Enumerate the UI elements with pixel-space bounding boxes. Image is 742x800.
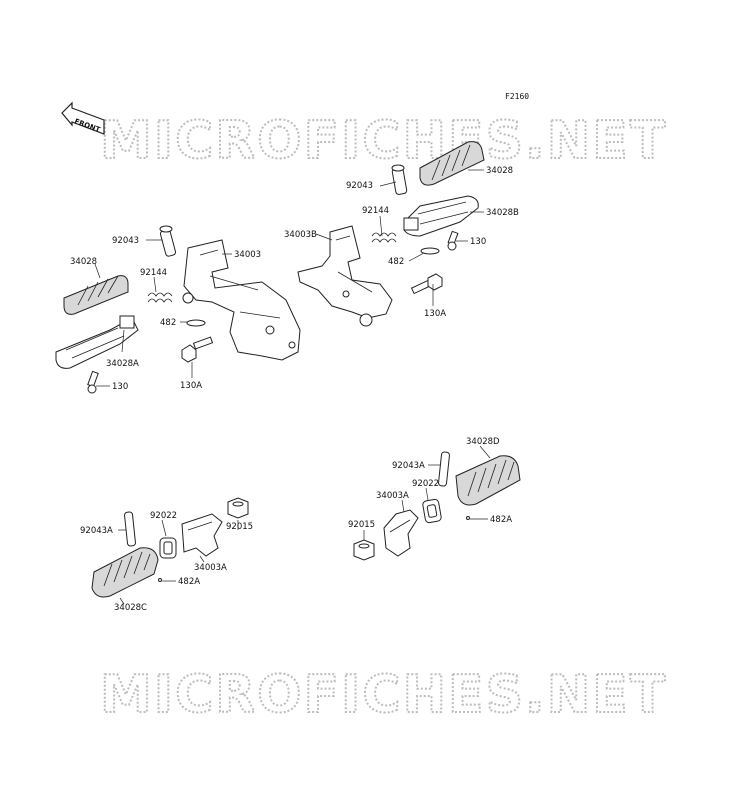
callout-130-left: 130 <box>112 382 128 392</box>
callout-92022-bottom-left: 92022 <box>150 511 177 521</box>
footpeg-34028A <box>55 315 139 369</box>
callout-482A-bottom-left: 482A <box>178 577 200 587</box>
callout-34003A-bottom-left: 34003A <box>194 563 227 573</box>
callout-92043A-right: 92043A <box>392 461 425 471</box>
callout-92015-bottom-left: 92015 <box>226 522 253 532</box>
callout-34028B: 34028B <box>486 208 519 218</box>
bolt-130A-right <box>410 273 443 295</box>
collar-92022-bottom-left <box>159 537 177 559</box>
callout-34028C: 34028C <box>114 603 147 613</box>
rubber-34028-left <box>63 275 129 315</box>
callout-92043-top-right: 92043 <box>346 181 373 191</box>
spring-92144-right <box>371 232 397 243</box>
pin-482A-bottom-right <box>466 516 470 520</box>
bolt-130-right <box>447 230 459 251</box>
bracket-34003B <box>297 225 393 327</box>
nut-92015-bottom-left <box>227 497 249 519</box>
front-arrow-icon: FRONT <box>61 101 105 135</box>
pin-92043A-bottom-left <box>124 511 136 547</box>
washer-482-left <box>186 319 206 327</box>
callout-34028A: 34028A <box>106 359 139 369</box>
pin-482A-bottom-left <box>158 578 162 582</box>
callout-482A-right: 482A <box>490 515 512 525</box>
callout-34028-left: 34028 <box>70 257 97 267</box>
watermark-top: MICROFICHES.NET <box>100 111 667 171</box>
callout-34003B: 34003B <box>284 230 317 240</box>
callout-482-left: 482 <box>160 318 176 328</box>
callout-34003: 34003 <box>234 250 261 260</box>
callout-92144-top-right: 92144 <box>362 206 389 216</box>
rubber-34028-right <box>419 141 485 186</box>
bolt-130A-left <box>181 336 214 363</box>
callout-34028-top-right: 34028 <box>486 166 513 176</box>
callout-482-top-right: 482 <box>388 257 404 267</box>
bracket-34003 <box>182 239 301 361</box>
callout-34028D: 34028D <box>466 437 500 447</box>
footpeg-34028B <box>403 195 479 237</box>
pin-92043-right <box>391 164 408 195</box>
callout-92043-left: 92043 <box>112 236 139 246</box>
callout-34003A-right: 34003A <box>376 491 409 501</box>
nut-92015-bottom-right <box>353 539 375 561</box>
callout-92043A-bottom-left: 92043A <box>80 526 113 536</box>
leader-lines <box>94 169 491 605</box>
callout-130A-left: 130A <box>180 381 202 391</box>
bolt-130-left <box>87 370 99 394</box>
callout-92015-right: 92015 <box>348 520 375 530</box>
collar-92022-bottom-right <box>422 498 442 524</box>
callout-130-top-right: 130 <box>470 237 486 247</box>
footpeg-34028D <box>455 455 521 506</box>
pin-92043-left <box>159 225 177 257</box>
spring-92144-left <box>147 292 173 303</box>
bracket-34003A-bottom-right <box>383 509 419 557</box>
washer-482-right <box>420 247 440 255</box>
callout-130A-top-right: 130A <box>424 309 446 319</box>
pin-92043A-bottom-right <box>438 451 450 487</box>
figure-code: F2160 <box>505 92 529 101</box>
watermark-bottom: MICROFICHES.NET <box>100 665 667 725</box>
bracket-34003A-bottom-left <box>181 513 223 557</box>
footpeg-34028C <box>91 547 159 598</box>
callout-92144-left: 92144 <box>140 268 167 278</box>
callout-92022-right: 92022 <box>412 479 439 489</box>
